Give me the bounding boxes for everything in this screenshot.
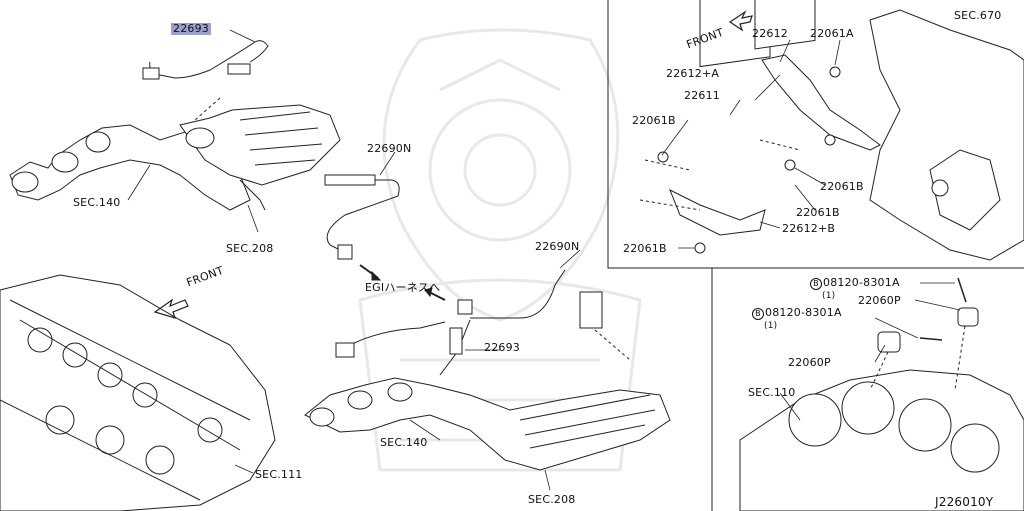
egi-harness-label: EGIハーネスへ [365,281,441,294]
part-label-22060P-1[interactable]: 22060P [858,294,901,307]
section-label-sec-110: SEC.110 [748,386,796,399]
part-label-22061A[interactable]: 22061A [810,27,854,40]
ecm-inset-frame [607,0,1024,511]
bolt-qty-2: (1) [764,321,778,331]
section-label-sec-140-top: SEC.140 [73,196,121,209]
part-label-22612B[interactable]: 22612+B [782,222,836,235]
section-label-sec-670: SEC.670 [954,9,1002,22]
section-label-sec-208-bottom: SEC.208 [528,493,576,506]
ecm-bracket-inset [639,0,1024,261]
part-label-22611[interactable]: 22611 [684,89,720,102]
section-label-sec-208-top: SEC.208 [226,242,274,255]
bolt-b-circle: B [752,308,764,320]
o2-sensor-22690N-mid [335,269,631,361]
diagram-id: J226010Y [935,495,994,509]
engine-block-left [0,274,276,511]
part-label-22061B-2[interactable]: 22061B [820,180,864,193]
o2-sensor-22690N-top [324,174,400,281]
bolt-part-number: 08120-8301A [765,306,842,319]
section-label-sec-140-bottom: SEC.140 [380,436,428,449]
part-label-22612[interactable]: 22612 [752,27,788,40]
part-label-22060P-2[interactable]: 22060P [788,356,831,369]
bolt-qty-1: (1) [822,291,836,301]
lower-exhaust-assembly [304,319,671,471]
front-arrow-right [728,10,753,32]
bolt-b-circle: B [810,278,822,290]
front-arrow-left [153,298,189,319]
knock-sensor-inset [739,277,1024,511]
leader-lines [127,29,961,491]
part-label-22690N-mid[interactable]: 22690N [535,240,580,253]
part-label-22061B-3[interactable]: 22061B [796,206,840,219]
upper-exhaust-assembly [9,104,341,211]
part-label-22690N-top[interactable]: 22690N [367,142,412,155]
o2-sensor-22693-top [142,40,269,121]
part-label-22693-mid[interactable]: 22693 [484,341,520,354]
part-label-22612A[interactable]: 22612+A [666,67,720,80]
bolt-part-number: 08120-8301A [823,276,900,289]
section-label-sec-111: SEC.111 [255,468,303,481]
part-label-22693-highlight[interactable]: 22693 [171,22,211,35]
part-label-22061B-1[interactable]: 22061B [632,114,676,127]
part-label-22061B-4[interactable]: 22061B [623,242,667,255]
